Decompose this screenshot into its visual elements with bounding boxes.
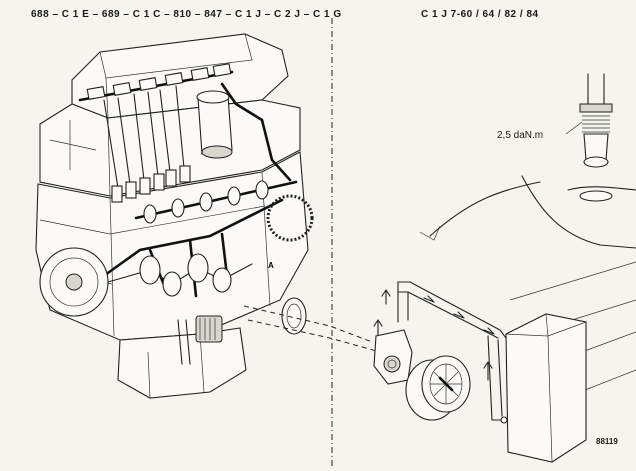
right-engine-title: C 1 J 7-60 / 64 / 82 / 84 <box>421 9 539 20</box>
oil-return-line <box>487 335 505 421</box>
exploded-connector-2 <box>247 319 381 353</box>
oil-line-vertical <box>397 281 409 323</box>
oil-pressure-pipe <box>587 73 605 105</box>
main-oil-gallery <box>82 198 284 292</box>
engine-cutaway: A <box>35 33 314 399</box>
oil-feed-line-head <box>220 82 292 182</box>
left-engine-title: 688 – C 1 E – 689 – C 1 C – 810 – 847 – … <box>31 9 342 20</box>
torque-callout-leader <box>565 121 583 135</box>
oil-pump-pickup <box>177 319 191 365</box>
torque-callout: 2,5 daN.m <box>497 130 544 141</box>
svg-text:A: A <box>268 261 274 270</box>
block-outline-top <box>521 175 636 249</box>
flywheel-teeth <box>266 194 314 242</box>
feed-curve <box>429 181 541 237</box>
oil-seal-ring <box>281 297 307 335</box>
oil-strainer <box>195 315 223 343</box>
exploded-connector-1 <box>243 305 373 343</box>
oil-system-detail <box>373 73 636 463</box>
distributor-housing <box>197 95 233 155</box>
figure-reference-number: 88119 <box>596 437 618 446</box>
switch-port <box>579 190 613 202</box>
oil-pressure-switch <box>583 133 609 161</box>
cylinder-head <box>39 99 301 197</box>
camshaft <box>134 180 298 220</box>
